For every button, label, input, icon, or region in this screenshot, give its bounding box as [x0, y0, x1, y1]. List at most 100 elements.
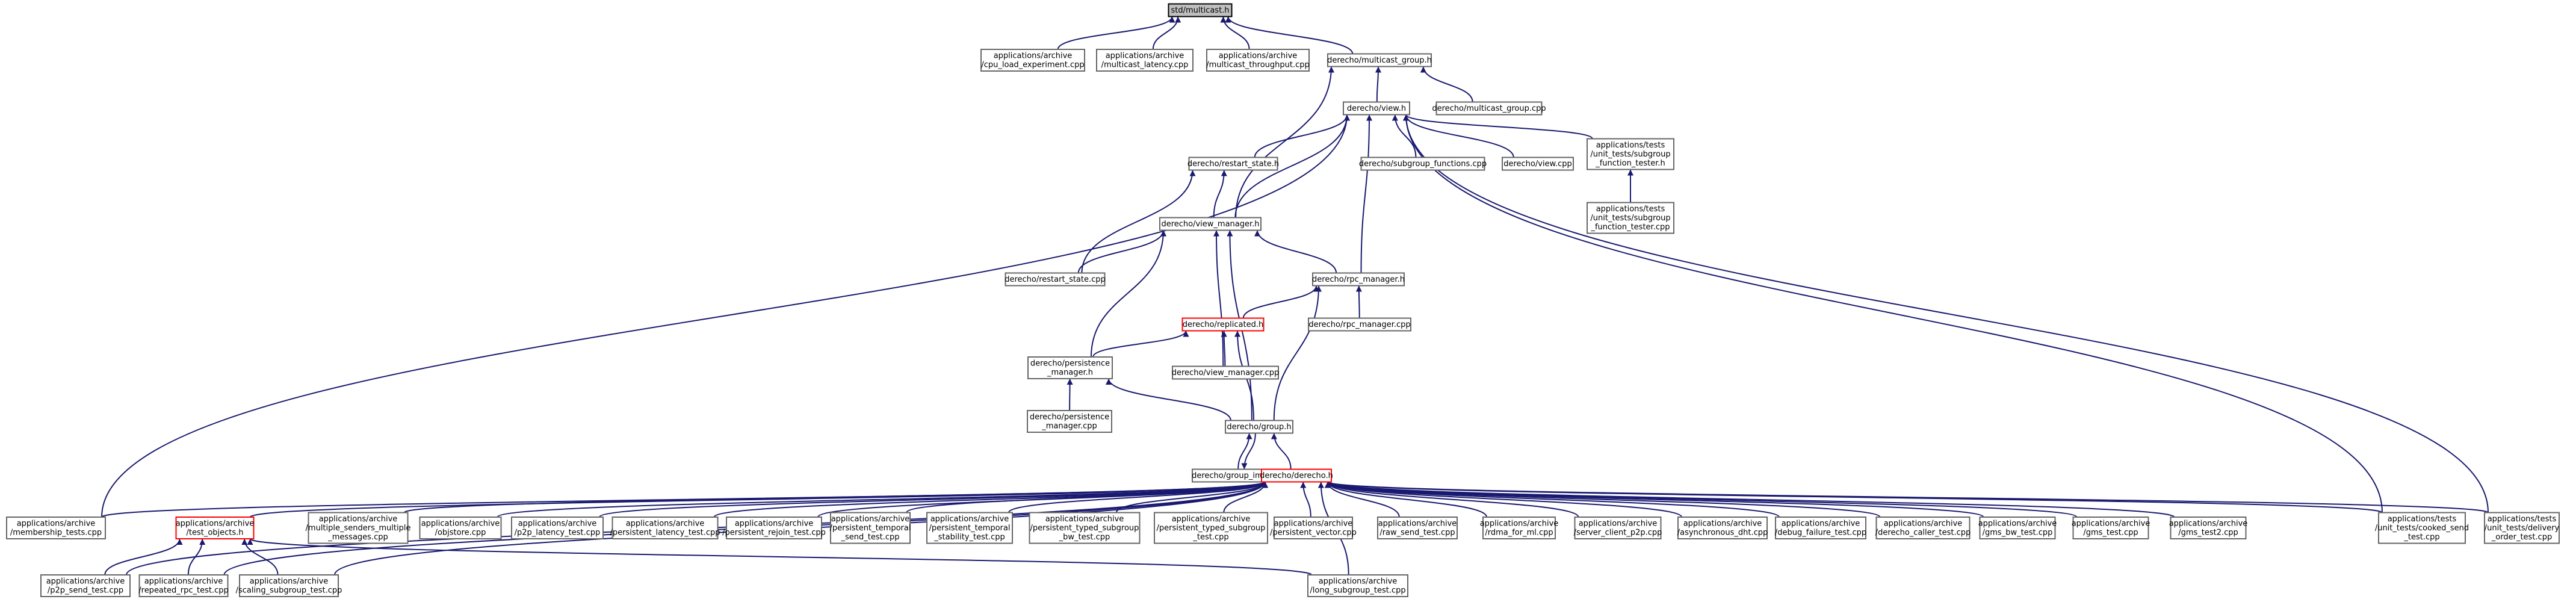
node-reph[interactable]: derecho/replicated.h [1181, 317, 1265, 332]
node-mgcpp[interactable]: derecho/multicast_group.cpp [1432, 101, 1546, 116]
node-vmh[interactable]: derecho/view_manager.h [1159, 217, 1262, 231]
node-label: /derecho_caller_test.cpp [1875, 529, 1971, 538]
node-rpccpp[interactable]: derecho/rpc_manager.cpp [1308, 317, 1411, 332]
node-label: /server_client_p2p.cpp [1574, 529, 1662, 538]
node-sfcpp[interactable]: derecho/subgroup_functions.cpp [1359, 157, 1487, 171]
node-label: _test.cpp [2403, 533, 2439, 542]
node-label: applications/archive [421, 520, 500, 529]
edge-viewh-memb [101, 114, 1350, 518]
edge-pmh-grouph [1106, 378, 1231, 421]
node-label: _messages.cpp [327, 533, 388, 542]
node-p2psend[interactable]: applications/archive/p2p_send_test.cpp [40, 574, 131, 597]
node-perstmp[interactable]: applications/archive/persistent_temporal… [830, 512, 911, 544]
edge-mgh-mgcpp [1420, 66, 1473, 102]
node-label: /gms_test2.cpp [2178, 529, 2238, 538]
node-pmcpp[interactable]: derecho/persistence_manager.cpp [1027, 410, 1112, 433]
node-label: derecho/replicated.h [1183, 320, 1263, 329]
edge-viewh-rpch [1360, 114, 1372, 273]
node-box [1360, 157, 1485, 171]
node-dfail[interactable]: applications/archive/debug_failure_test.… [1775, 517, 1866, 539]
node-p2plat[interactable]: applications/archive/p2p_latency_test.cp… [511, 517, 604, 539]
edge-derh-p2plat [599, 481, 1268, 518]
node-scal[interactable]: applications/archive/scaling_subgroup_te… [236, 574, 342, 597]
node-label: applications/archive [1378, 520, 1457, 529]
node-label: /persistent_typed_subgroup [1030, 524, 1139, 533]
node-adht[interactable]: applications/archive/asynchronous_dht.cp… [1677, 517, 1768, 539]
node-tobj[interactable]: applications/archive/test_objects.h [175, 517, 255, 539]
node-label: applications/archive [319, 515, 398, 524]
node-label: /p2p_latency_test.cpp [515, 529, 601, 538]
node-label: /asynchronous_dht.cpp [1677, 529, 1768, 538]
node-label: derecho/multicast_group.cpp [1432, 104, 1546, 113]
node-box [1154, 512, 1268, 544]
node-label: applications/archive [1884, 520, 1963, 529]
node-dcall[interactable]: applications/archive/derecho_caller_test… [1875, 517, 1971, 539]
node-raw[interactable]: applications/archive/raw_send_test.cpp [1377, 517, 1458, 539]
node-root[interactable]: std/multicast.h [1168, 3, 1233, 17]
node-label: applications/archive [735, 520, 814, 529]
node-box [1587, 202, 1674, 234]
node-mthr[interactable]: applications/archive/multicast_throughpu… [1206, 49, 1310, 72]
node-cpu[interactable]: applications/archive/cpu_load_experiment… [980, 49, 1085, 72]
node-mlat[interactable]: applications/archive/multicast_latency.c… [1096, 49, 1194, 72]
node-perstst[interactable]: applications/archive/persistent_temporal… [926, 512, 1013, 544]
node-box [1096, 49, 1194, 72]
node-box [6, 517, 106, 539]
node-box [611, 517, 719, 539]
node-box [1435, 101, 1543, 116]
node-msm[interactable]: applications/archive/multiple_senders_mu… [306, 512, 411, 544]
node-scp[interactable]: applications/archive/server_client_p2p.c… [1574, 517, 1662, 539]
node-perstyb[interactable]: applications/archive/persistent_typed_su… [1029, 512, 1141, 544]
node-rdma[interactable]: applications/archive/rdma_for_ml.cpp [1480, 517, 1559, 539]
node-box [2484, 512, 2560, 544]
node-vmcpp[interactable]: derecho/view_manager.cpp [1172, 365, 1279, 380]
node-gmsbw[interactable]: applications/archive/gms_bw_test.cpp [1978, 517, 2057, 539]
node-persrej[interactable]: applications/archive/persistent_rejoin_t… [722, 517, 826, 539]
node-pmh[interactable]: derecho/persistence_manager.h [1027, 356, 1113, 379]
node-rscpp[interactable]: derecho/restart_state.cpp [1005, 272, 1106, 287]
node-label: applications/archive [831, 515, 910, 524]
node-perstyt[interactable]: applications/archive/persistent_typed_su… [1154, 512, 1268, 544]
node-memb[interactable]: applications/archive/membership_tests.cp… [6, 517, 106, 539]
node-label: /debug_failure_test.cpp [1775, 529, 1866, 538]
node-box [1312, 272, 1405, 287]
node-perslat[interactable]: applications/archive/persistent_latency_… [610, 517, 720, 539]
node-label: /repeated_rpc_test.cpp [138, 586, 229, 595]
node-label: _function_tester.cpp [1590, 223, 1670, 232]
node-reprpc[interactable]: applications/archive/repeated_rpc_test.c… [138, 574, 229, 597]
node-derh[interactable]: derecho/derecho.h [1260, 468, 1333, 483]
node-persvec[interactable]: applications/archive/persistent_vector.c… [1270, 517, 1357, 539]
node-sfth[interactable]: applications/tests/unit_tests/subgroup_f… [1587, 138, 1674, 170]
node-label: /objstore.cpp [435, 529, 486, 538]
node-label: /persistent_rejoin_test.cpp [722, 529, 826, 538]
node-sftcpp[interactable]: applications/tests/unit_tests/subgroup_f… [1587, 202, 1674, 234]
node-mgh[interactable]: derecho/multicast_group.h [1327, 53, 1432, 67]
node-gms2[interactable]: applications/archive/gms_test2.cpp [2169, 517, 2248, 539]
node-box [419, 517, 502, 539]
edge-viewh-vmh [1234, 114, 1350, 218]
node-box [1027, 410, 1112, 433]
node-deliv[interactable]: applications/tests/unit_tests/delivery_o… [2484, 512, 2560, 544]
node-rsh[interactable]: derecho/restart_state.h [1187, 157, 1279, 171]
node-label: std/multicast.h [1171, 6, 1229, 15]
node-grouph[interactable]: derecho/group.h [1225, 420, 1293, 434]
node-viewcpp[interactable]: derecho/view.cpp [1502, 157, 1574, 171]
edge-viewh-viewcpp [1403, 114, 1514, 158]
edge-mgh-viewh [1375, 66, 1381, 102]
node-box [926, 512, 1013, 544]
node-cooked[interactable]: applications/tests/unit_tests/cooked_sen… [2375, 512, 2469, 544]
node-gms[interactable]: applications/archive/gms_test.cpp [2072, 517, 2150, 539]
node-viewh[interactable]: derecho/view.h [1343, 101, 1410, 116]
node-label: /gms_test.cpp [2083, 529, 2138, 538]
node-rpch[interactable]: derecho/rpc_manager.h [1312, 272, 1405, 287]
node-label: applications/archive [250, 577, 329, 586]
node-label: /unit_tests/delivery [2485, 524, 2560, 533]
node-label: applications/tests [1596, 141, 1665, 150]
node-label: derecho/rpc_manager.cpp [1308, 320, 1410, 329]
node-objs[interactable]: applications/archive/objstore.cpp [419, 517, 502, 539]
edge-rsh-vmh [1213, 170, 1227, 218]
node-box [1274, 517, 1353, 539]
node-long[interactable]: applications/archive/long_subgroup_test.… [1307, 574, 1408, 597]
node-box [1875, 517, 1971, 539]
